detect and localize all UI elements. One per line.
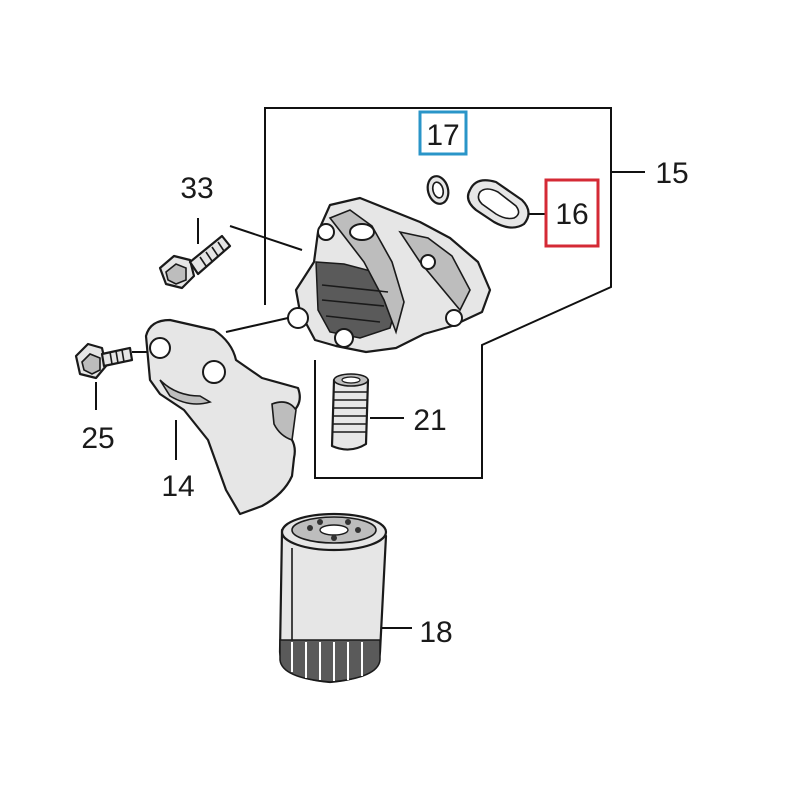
callout-18: 18 xyxy=(419,616,452,649)
callout-25: 25 xyxy=(81,422,114,455)
callout-21: 21 xyxy=(413,404,446,437)
callout-33: 33 xyxy=(180,172,213,205)
o-ring-17 xyxy=(426,175,450,205)
callout-17: 17 xyxy=(426,119,459,152)
callout-14: 14 xyxy=(161,470,194,503)
bolt-25 xyxy=(74,342,134,380)
oil-filter-housing xyxy=(287,196,492,354)
oil-filter-18 xyxy=(278,512,388,684)
bellows-21 xyxy=(330,373,370,451)
highlight-box-17 xyxy=(418,110,468,156)
callout-16: 16 xyxy=(555,198,588,231)
callout-15: 15 xyxy=(655,157,688,190)
bolt-33 xyxy=(158,234,232,290)
gasket-16 xyxy=(466,179,530,229)
assembly-15-outline xyxy=(264,107,645,479)
bracket-14 xyxy=(144,318,301,516)
highlight-box-16 xyxy=(544,178,600,248)
